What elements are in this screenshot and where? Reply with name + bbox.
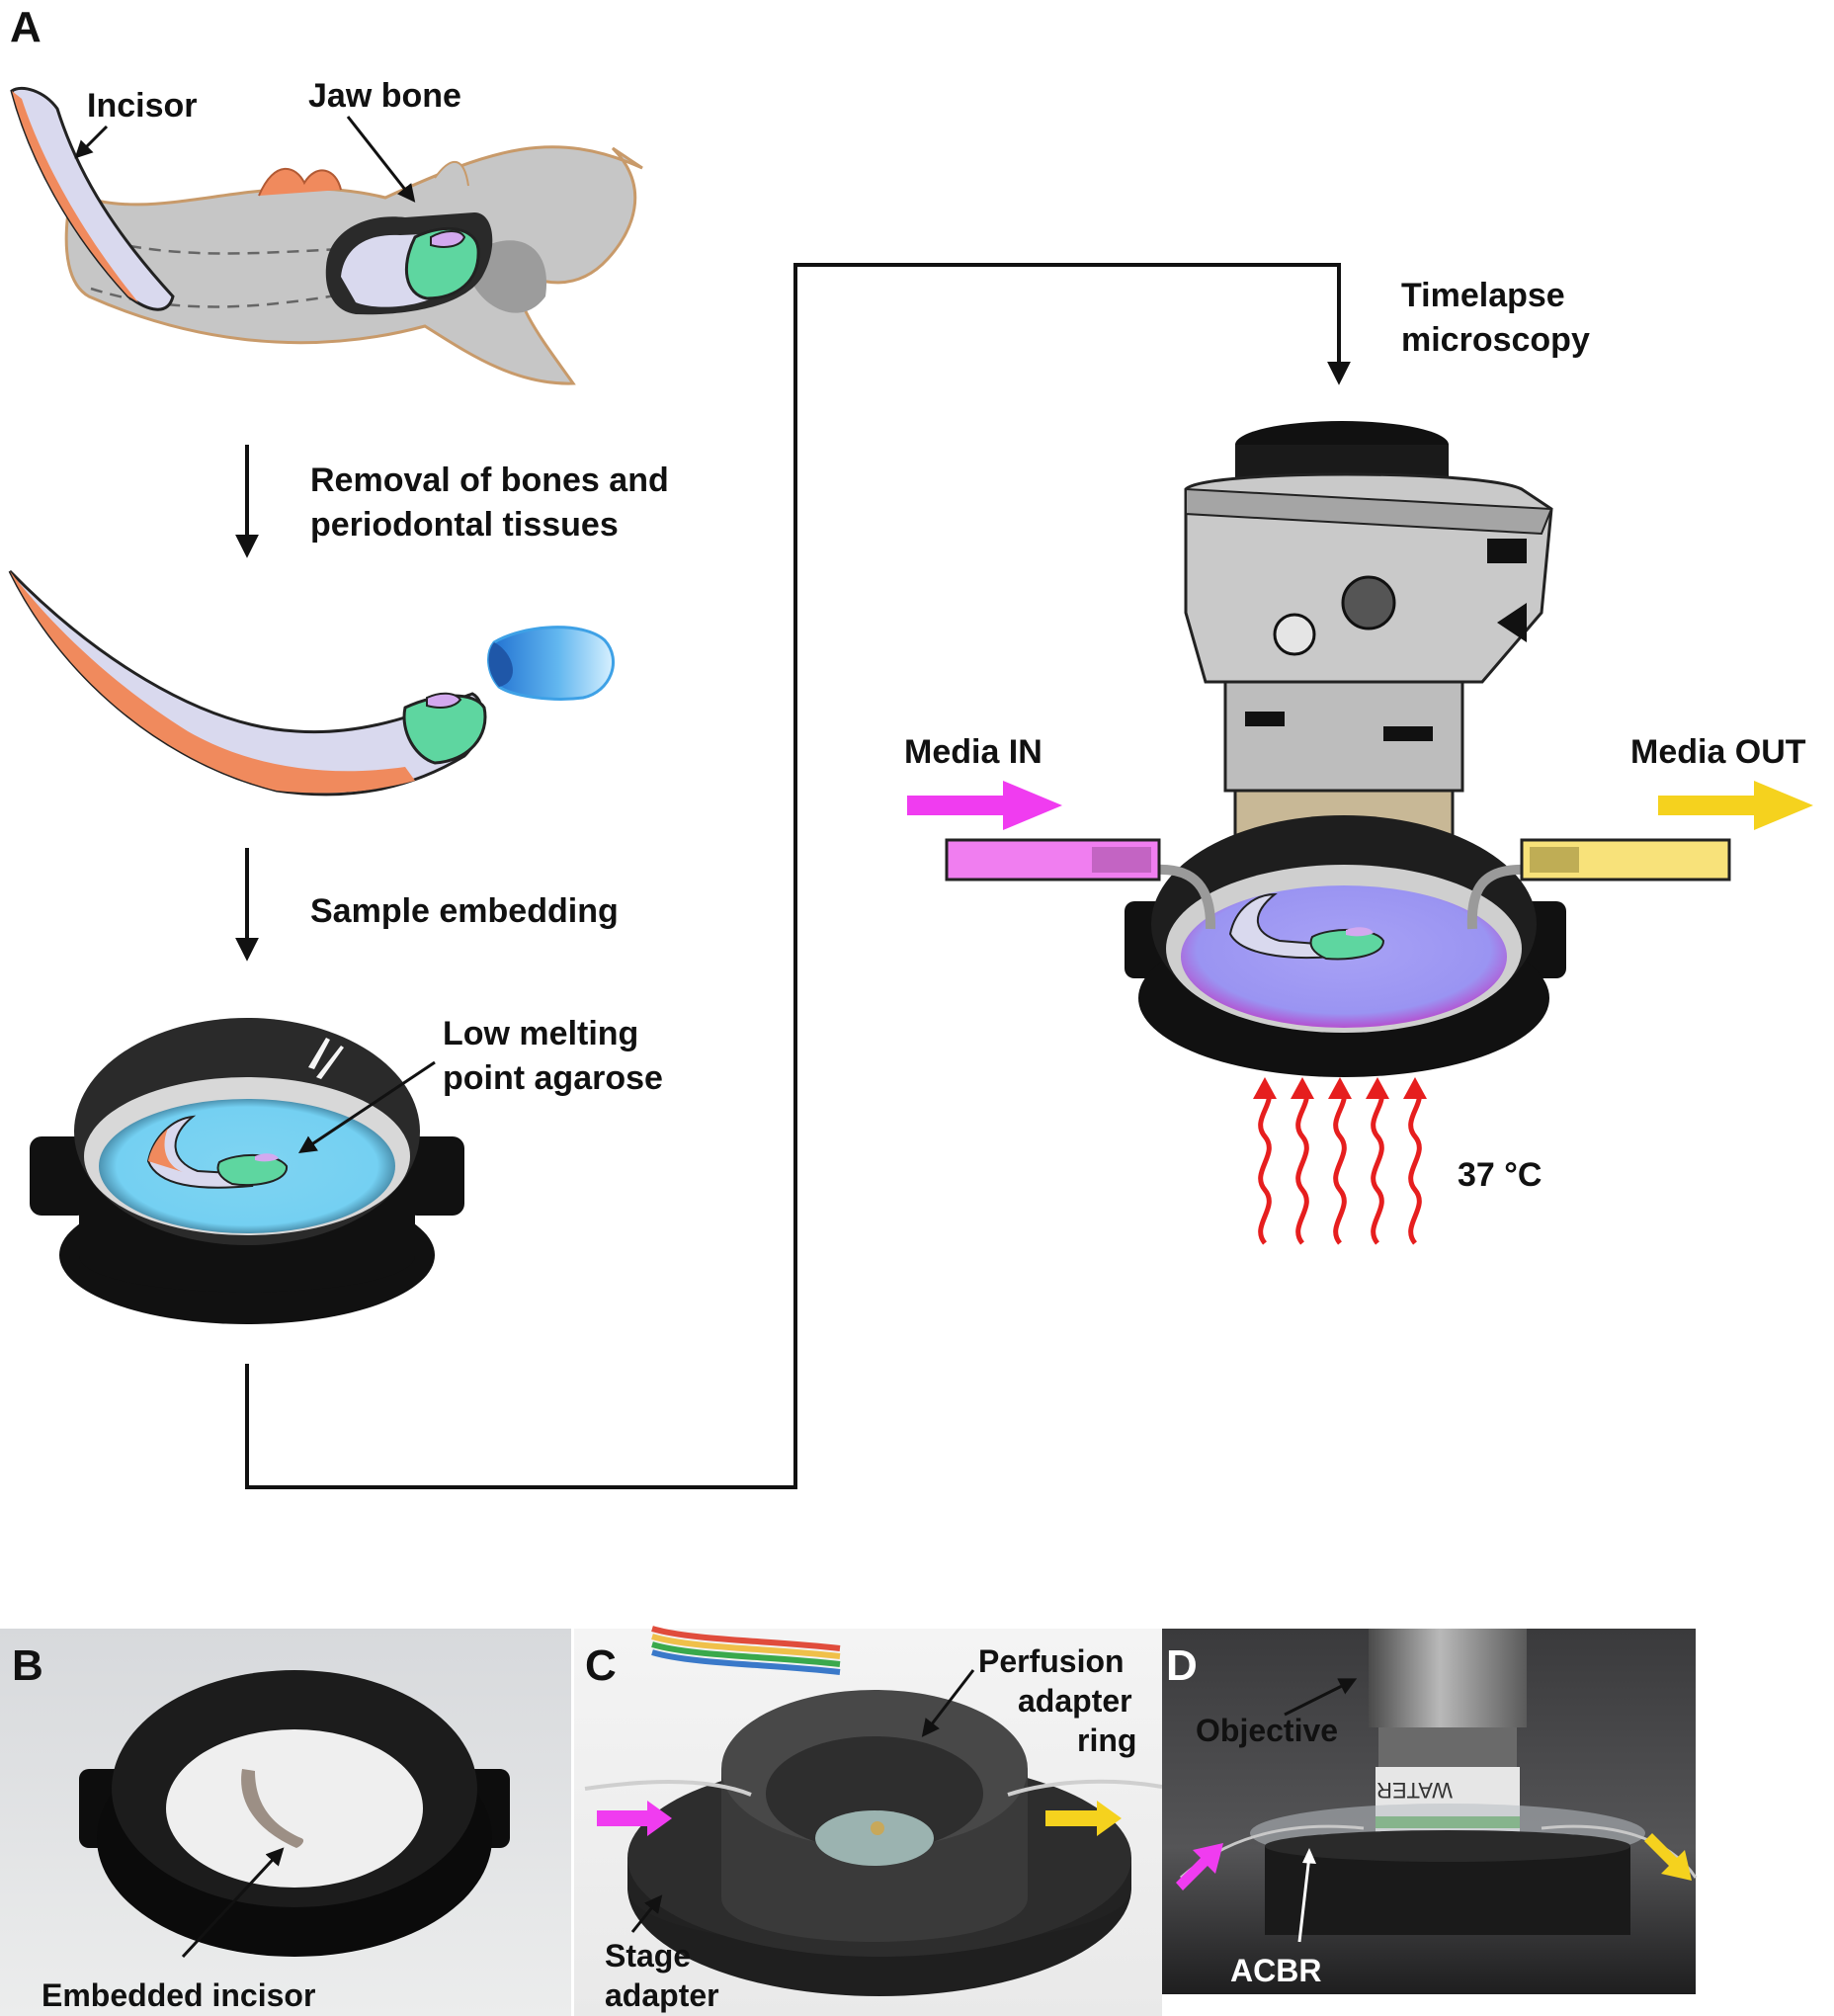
isolated-incisor-icon [8, 569, 487, 797]
media-out-arrow [1658, 781, 1813, 830]
panel-b-letter: B [12, 1641, 43, 1690]
stage-adapter-pointer [630, 1894, 663, 1933]
stage-label-line1: Stage [605, 1938, 691, 1974]
media-in-arrow [907, 781, 1062, 830]
heat-wave-icon [1258, 1085, 1422, 1245]
workflow-connector [245, 263, 1351, 1489]
removal-label-line1: Removal of bones and [310, 462, 669, 499]
jaw-bone-pointer [346, 116, 416, 203]
incisor-pointer [74, 125, 109, 159]
perfusion-chamber-icon [1125, 815, 1566, 1077]
objective-label: Objective [1196, 1713, 1338, 1748]
panel-d-photo: WATER [1162, 1629, 1698, 1994]
perfusion-label-line3: ring [1077, 1722, 1136, 1758]
timelapse-label-line2: microscopy [1401, 321, 1590, 359]
panel-d-in-arrow [1176, 1843, 1223, 1890]
acbr-label: ACBR [1230, 1953, 1321, 1988]
perfusion-pointer [921, 1669, 975, 1737]
jaw-bone-label: Jaw bone [308, 77, 461, 115]
embedded-incisor-caption: Embedded incisor [42, 1977, 315, 2013]
perfusion-label-line2: adapter [1018, 1683, 1132, 1719]
acbr-pointer [1297, 1855, 1311, 1943]
embedded-incisor-pointer [181, 1847, 285, 1959]
objective-pointer [1284, 1678, 1358, 1717]
removal-label-line2: periodontal tissues [310, 506, 619, 544]
panel-c-in-arrow [597, 1801, 672, 1836]
media-out-label: Media OUT [1630, 733, 1806, 771]
lens-text: WATER [1376, 1778, 1453, 1803]
incisor-icon [10, 86, 175, 311]
media-out-tube [1520, 838, 1731, 882]
removed-tissue-cap-icon [487, 626, 615, 701]
panel-d-out-arrow [1644, 1833, 1692, 1881]
panel-b-photo [0, 1629, 571, 2016]
panel-d-letter: D [1166, 1641, 1198, 1690]
timelapse-label-line1: Timelapse [1401, 277, 1565, 314]
agarose-pointer [298, 1060, 436, 1153]
panel-a-letter: A [10, 3, 42, 51]
media-in-tube [945, 838, 1161, 882]
media-in-label: Media IN [904, 733, 1042, 771]
panel-c-photo [574, 1626, 1163, 2016]
agarose-label-line1: Low melting [443, 1015, 638, 1052]
jaw-bone-icon [64, 145, 643, 385]
agarose-label-line2: point agarose [443, 1059, 663, 1097]
embedding-label: Sample embedding [310, 892, 619, 930]
dish-icon [30, 1018, 464, 1324]
perfusion-label-line1: Perfusion [978, 1643, 1125, 1679]
panel-c-out-arrow [1045, 1801, 1122, 1836]
temperature-label: 37 °C [1458, 1156, 1542, 1194]
panel-c-letter: C [585, 1641, 617, 1690]
stage-label-line2: adapter [605, 1977, 719, 2013]
incisor-label: Incisor [87, 87, 197, 125]
heat-arrowheads [1253, 1077, 1427, 1099]
